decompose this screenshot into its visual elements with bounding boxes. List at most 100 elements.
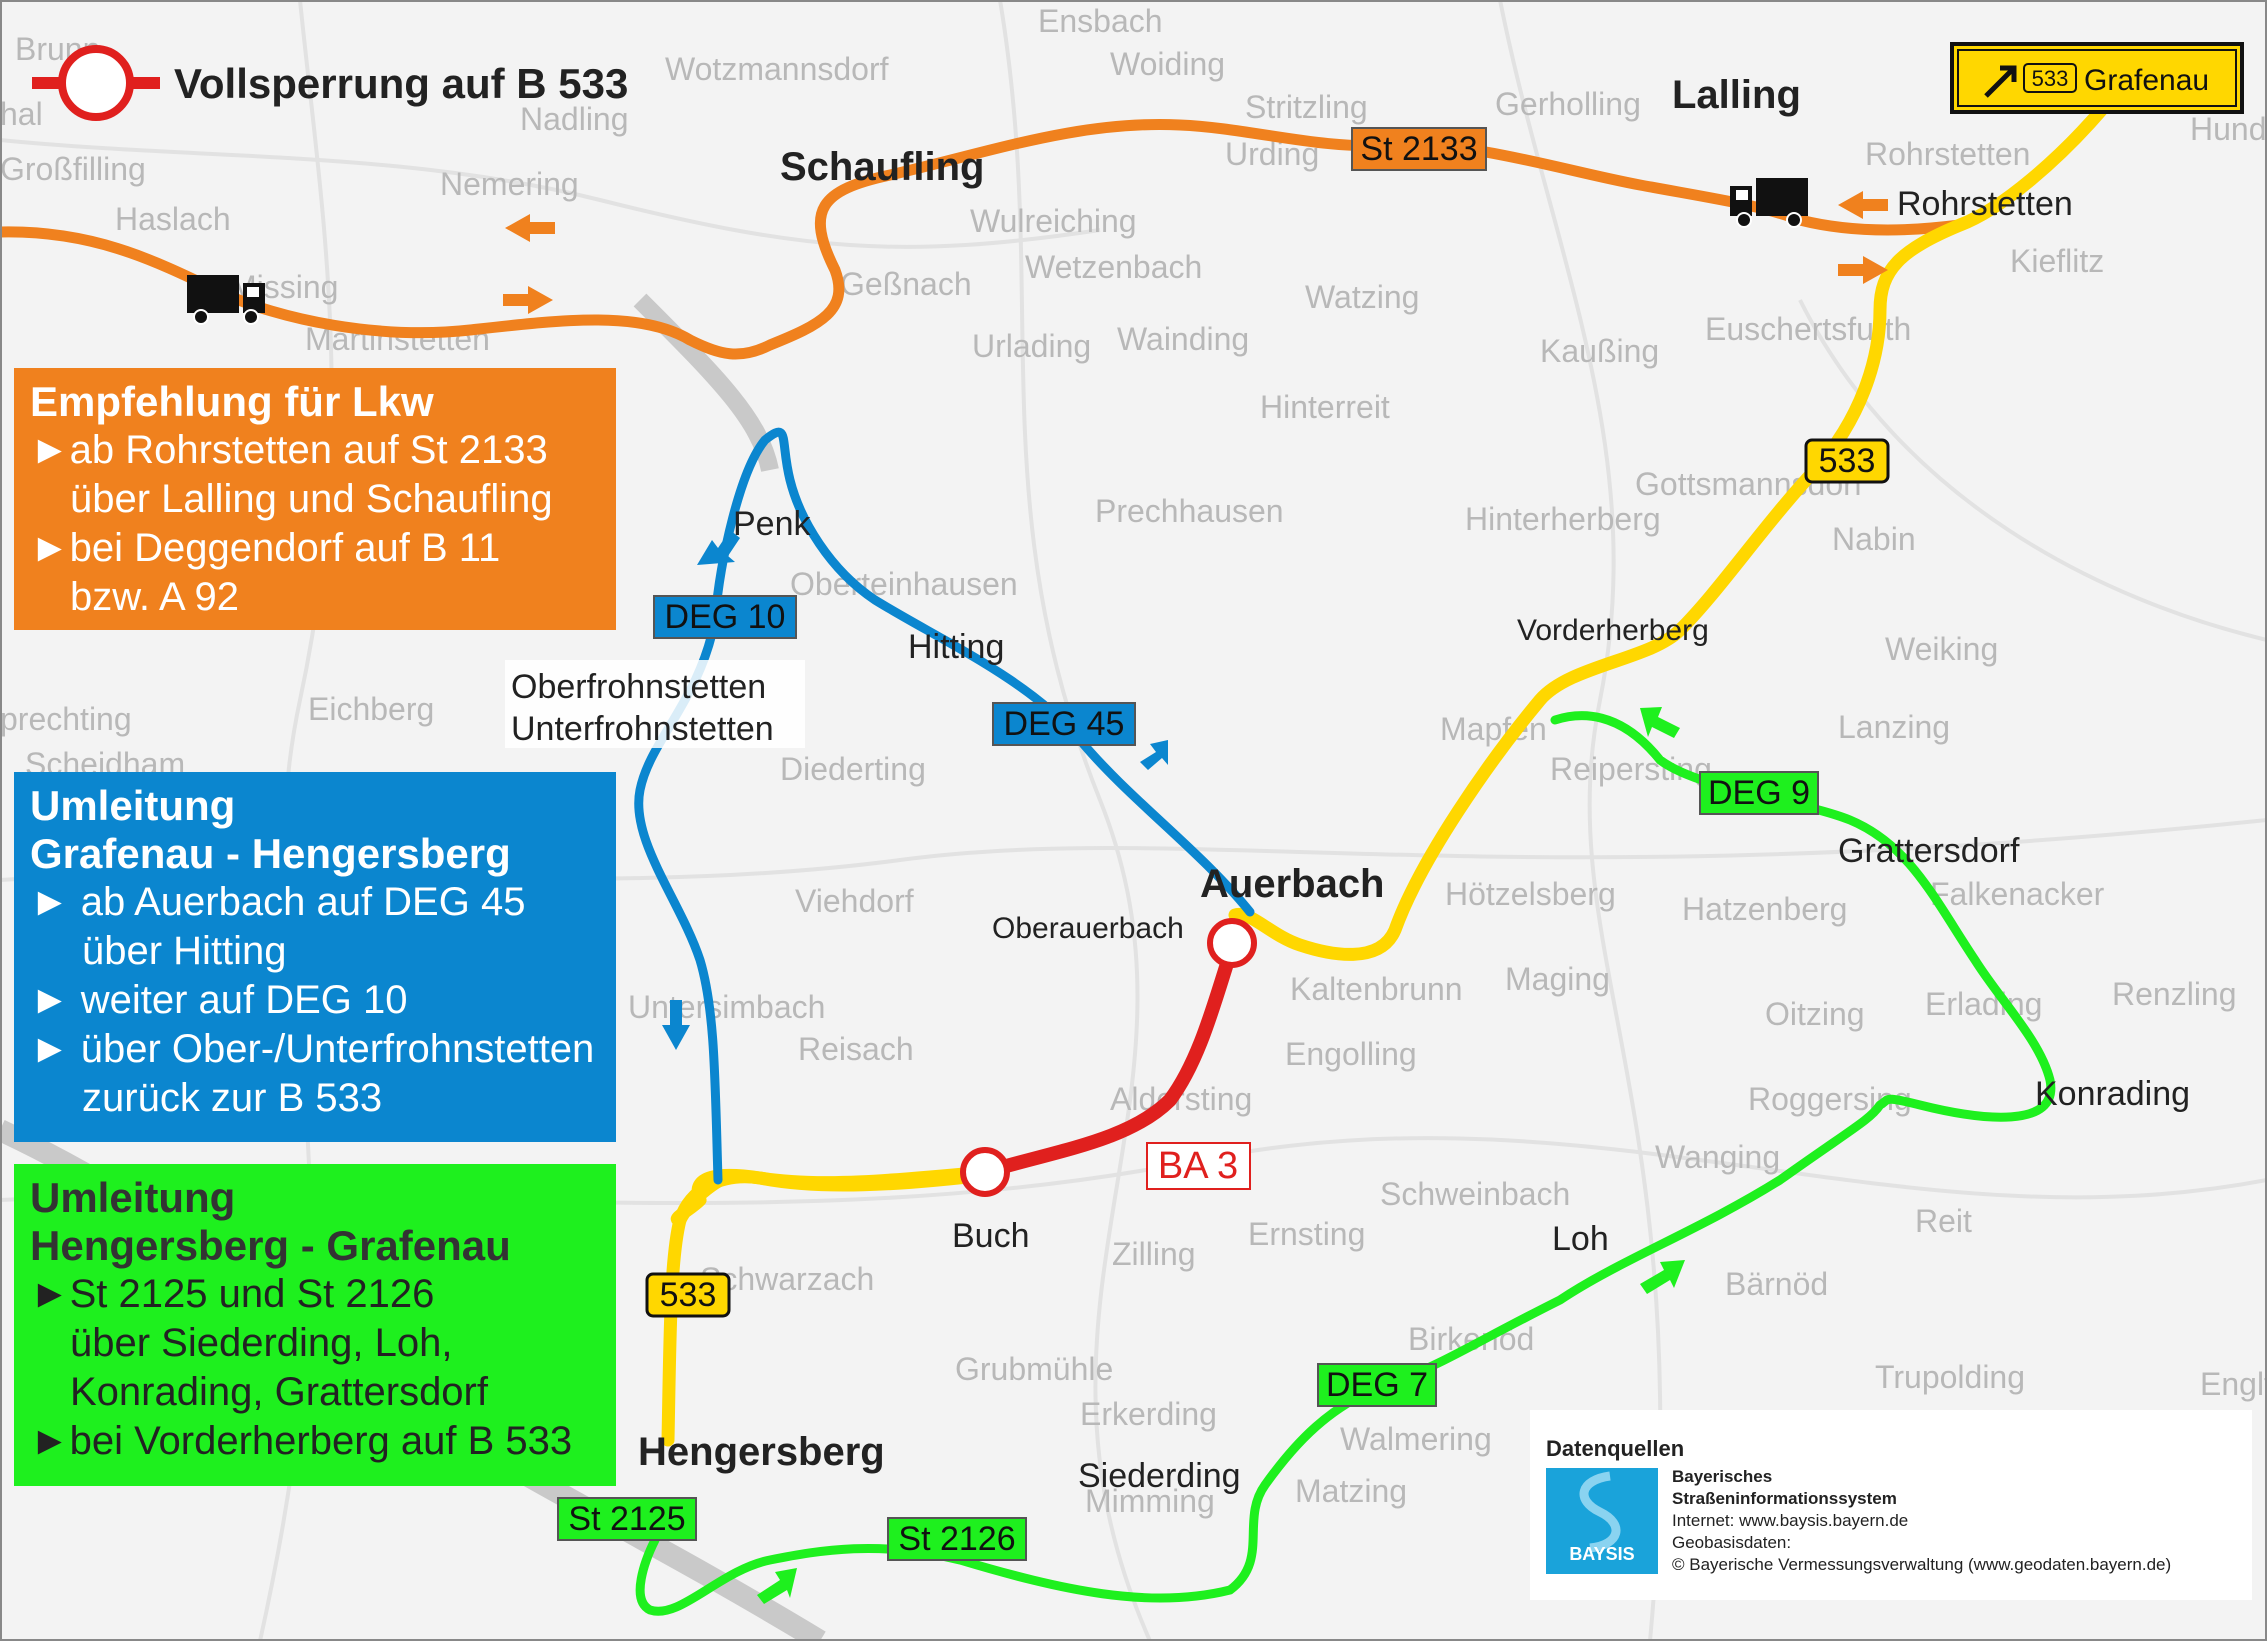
minor-place-labels: Rohrstetten Penk Hitting Oberfrohnstette… [505,185,2190,1495]
lkw-heading: Empfehlung für Lkw [30,378,434,425]
data-sources: Datenquellen BAYSIS Bayerisches Straßeni… [1530,1410,2252,1600]
bg-place: Falkenacker [1930,876,2105,912]
blue-heading-2: Grafenau - Hengersberg [30,830,511,877]
green-line: ►St 2125 und St 2126 [30,1272,435,1316]
road-shields: St 2133 533 533 DEG 10 DEG 45 DEG 9 DEG … [557,127,1890,1561]
shield-st2125: St 2125 [568,1500,685,1538]
bg-place: Woiding [1110,46,1225,82]
bg-place: Haslach [115,201,231,237]
datenquellen-internet: Internet: www.baysis.bayern.de [1672,1511,1908,1530]
route-orange-st2133 [0,119,1966,360]
place-loh: Loh [1552,1220,1609,1258]
label-ba3: BA 3 [1158,1145,1238,1187]
place-unterfrohnstetten: Unterfrohnstetten [511,710,774,748]
truck-icon [1730,178,1808,228]
arrow-east-icon [503,286,553,314]
datenquellen-geo-text: © Bayerische Vermessungsverwaltung (www.… [1672,1555,2171,1574]
bg-place: Viehdorf [795,883,914,919]
legend-box-blue: Umleitung Grafenau - Hengersberg ► ab Au… [14,772,616,1142]
bg-place: Kaltenbrunn [1290,971,1463,1007]
bg-place: Ensbach [1038,3,1163,39]
bg-place: Untersimbach [628,989,825,1025]
bg-place: Wetzenbach [1025,249,1202,285]
bg-place: Watzing [1305,279,1419,315]
green-line: über Siederding, Loh, [70,1321,453,1365]
arrow-down-icon [697,530,740,565]
sign-road-number: 533 [2032,66,2069,91]
bg-place: Walmering [1340,1421,1492,1457]
baysis-logo-text: BAYSIS [1569,1544,1634,1564]
place-hengersberg: Hengersberg [638,1430,885,1474]
bg-place: Nemering [440,166,579,202]
bg-place: Diederting [780,751,926,787]
bg-place: Großfilling [0,151,146,187]
datenquellen-org-1: Bayerisches [1672,1467,1772,1486]
blue-line: zurück zur B 533 [82,1076,383,1120]
bg-place: Wulreiching [970,203,1137,239]
route-yellow-b533 [1228,93,2117,961]
shield-st2126: St 2126 [898,1520,1015,1558]
green-line: Konrading, Grattersdorf [70,1370,488,1414]
place-auerbach: Auerbach [1200,862,1385,906]
place-hitting: Hitting [908,628,1004,666]
datenquellen-geo-label: Geobasisdaten: [1672,1533,1791,1552]
bg-place: Oberteinhausen [790,566,1018,602]
bg-place: Wainding [1117,321,1249,357]
bg-place: Reisach [798,1031,914,1067]
green-heading-1: Umleitung [30,1174,236,1221]
datenquellen-heading: Datenquellen [1546,1436,1684,1461]
bg-place: Rohrstetten [1865,136,2030,172]
closure-marker-icon [1207,918,1257,968]
bg-place: Urlading [972,328,1091,364]
bg-place: prechting [0,701,132,737]
arrow-down-icon [662,1000,690,1050]
place-konrading: Konrading [2035,1075,2190,1113]
direction-sign: 533 Grafenau [1950,42,2244,114]
place-penk: Penk [733,505,811,543]
bg-place: Kaußing [1540,333,1659,369]
sign-destination: Grafenau [2084,64,2209,97]
bg-place: Gerholling [1495,86,1641,122]
shield-deg10: DEG 10 [665,598,786,636]
bg-place: Stritzling [1245,89,1368,125]
shield-b533-south: 533 [660,1276,717,1314]
bg-place: Wanging [1655,1139,1780,1175]
blue-line: ► über Ober-/Unterfrohnstetten [30,1027,595,1071]
bg-place: hal [0,96,43,132]
lkw-line: über Lalling und Schaufling [70,477,553,521]
arrow-up-icon [1640,707,1680,738]
bg-place: Nadling [520,101,629,137]
green-arrows [757,707,1685,1604]
arrow-up-icon [1640,1260,1685,1294]
bg-place: Bärnöd [1725,1266,1828,1302]
bg-place: Nabin [1832,521,1916,557]
place-oberauerbach: Oberauerbach [992,912,1184,945]
direction-arrows [503,191,1888,1604]
bg-place: Ernsting [1248,1216,1365,1252]
arrow-up-icon [1140,740,1168,770]
bg-place: Hötzelsberg [1445,876,1616,912]
title-closure-symbol-icon [32,45,160,121]
bg-place: Matzing [1295,1473,1407,1509]
place-buch: Buch [952,1217,1030,1255]
place-schaufling: Schaufling [780,145,984,189]
bg-place: Eichberg [308,691,434,727]
bg-place: Renzling [2112,976,2237,1012]
blue-line: ► weiter auf DEG 10 [30,978,408,1022]
place-vorderherberg: Vorderherberg [1517,614,1709,647]
bg-place: Schweinbach [1380,1176,1570,1212]
map-title: Vollsperrung auf B 533 [174,60,628,107]
bg-place: Grubmühle [955,1351,1113,1387]
shield-deg9: DEG 9 [1708,774,1810,812]
arrow-up-icon [757,1568,797,1604]
shield-st2133: St 2133 [1360,130,1477,168]
shield-b533-north: 533 [1819,442,1876,480]
arrow-west-icon [505,214,555,242]
bg-place: Lanzing [1838,709,1950,745]
lkw-line: bzw. A 92 [70,575,240,619]
bg-place: Wotzmannsdorf [665,51,889,87]
major-place-labels: Schaufling Lalling Auerbach Hengersberg [638,73,1801,1474]
arrow-west-icon [1838,191,1888,219]
bg-place: Maging [1505,961,1610,997]
blue-arrows [662,530,1168,1050]
